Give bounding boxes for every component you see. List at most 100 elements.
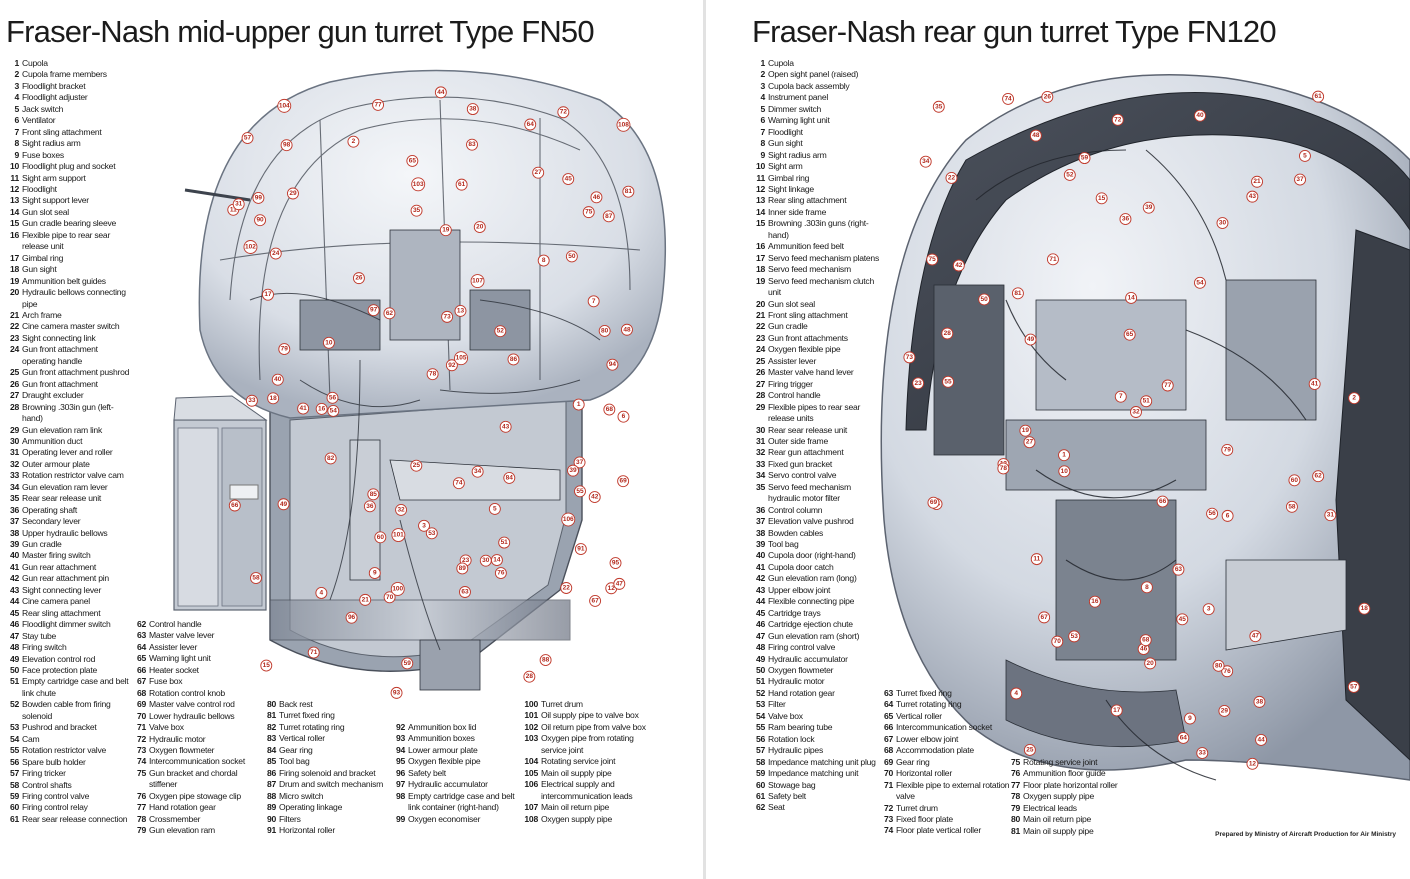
page-title: Fraser-Nash mid-upper gun turret Type FN… <box>6 14 595 49</box>
legend-item-label: Upper hydraulic bellows <box>22 527 108 538</box>
callout-number: 61 <box>1315 93 1323 100</box>
callout-marker: 25 <box>410 459 423 472</box>
legend-item-number: 25 <box>755 355 765 366</box>
callout-circle <box>454 351 468 366</box>
legend-item-number: 19 <box>9 275 19 286</box>
legend-item-label: Seat <box>768 802 785 813</box>
legend-item-label: Servo feed mechanism <box>768 264 851 275</box>
callout-number: 66 <box>1159 498 1167 505</box>
callout-marker: 20 <box>473 221 486 234</box>
legend-item-number: 62 <box>755 802 765 813</box>
legend-item-label: Sight radius arm <box>22 138 81 149</box>
callout-circle <box>523 670 536 683</box>
legend-item-label: Gun front attachments <box>768 332 848 343</box>
callout-number: 93 <box>393 689 401 696</box>
legend-item-label: Rear sear release unit <box>768 424 848 435</box>
callout-circle <box>609 557 622 570</box>
callout-circle <box>455 178 468 191</box>
callout-marker: 19 <box>439 224 452 237</box>
legend-item-label: Gun front attachment <box>22 378 98 389</box>
callout-circle <box>1095 192 1108 205</box>
callout-number: 15 <box>1098 195 1106 202</box>
legend-item-number: 24 <box>9 344 19 355</box>
callout-marker: 7 <box>587 295 600 308</box>
legend-item-number: 35 <box>755 481 765 492</box>
callout-circle <box>277 498 290 511</box>
callout-circle <box>359 593 372 606</box>
callout-circle <box>459 586 471 598</box>
legend-item-label: Gimbal ring <box>22 252 64 263</box>
legend-item-label: Inner side frame <box>768 206 827 217</box>
callout-number: 14 <box>1128 294 1136 301</box>
callout-marker: 71 <box>1046 253 1059 266</box>
legend-item-number: 102 <box>524 721 538 732</box>
callout-circle <box>297 402 310 415</box>
callout-marker: 27 <box>1023 436 1036 449</box>
legend-item-label: Control column <box>768 504 823 515</box>
callout-number: 17 <box>264 291 272 298</box>
legend-item-number: 101 <box>524 710 538 721</box>
callout-circle <box>383 307 396 320</box>
callout-number: 92 <box>448 362 456 369</box>
callout-marker: 72 <box>557 106 570 119</box>
callout-marker: 31 <box>1324 509 1337 522</box>
legend-item-number: 47 <box>9 630 19 641</box>
callout-circle <box>254 214 267 227</box>
callout-circle <box>1058 449 1070 462</box>
legend-item-number: 69 <box>136 699 146 710</box>
callout-number: 11 <box>1033 556 1040 563</box>
callout-number: 23 <box>462 557 470 564</box>
callout-number: 56 <box>1208 510 1216 517</box>
callout-marker: 20 <box>1144 657 1157 670</box>
callout-circle <box>573 456 586 469</box>
callout-number: 102 <box>245 244 256 251</box>
legend-item-number: 59 <box>755 768 765 779</box>
legend-item-number: 5 <box>760 103 765 114</box>
callout-number: 50 <box>568 253 576 260</box>
callout-marker: 1 <box>572 398 585 411</box>
callout-number: 94 <box>609 361 617 368</box>
legend-item-label: Main oil supply pipe <box>1023 825 1094 836</box>
callout-circle <box>1194 109 1206 122</box>
legend-item-label: Cartridge trays <box>768 607 821 618</box>
callout-number: 18 <box>1361 605 1369 612</box>
callout-circle <box>367 488 380 501</box>
callout-marker: 61 <box>455 178 468 191</box>
legend-item-label: Firing tricker <box>22 768 66 779</box>
legend-item-number: 60 <box>9 802 19 813</box>
legend-item-number: 7 <box>760 126 765 137</box>
callout-number: 44 <box>1257 736 1265 743</box>
legend-item-label: Oxygen flexible pipe <box>768 344 841 355</box>
callout-number: 8 <box>1145 584 1149 591</box>
callout-circle <box>488 502 501 515</box>
callout-marker: 6 <box>617 410 630 423</box>
callout-circle <box>616 117 631 132</box>
legend-item-label: Floodlight adjuster <box>22 92 88 103</box>
callout-circle <box>1251 175 1263 188</box>
callout-circle <box>926 253 939 266</box>
legend-item-number: 42 <box>755 573 765 584</box>
callout-number: 67 <box>591 597 599 604</box>
callout-circle <box>315 587 328 599</box>
legend-item-label: Main oil return pipe <box>541 802 610 813</box>
legend-item-number: 80 <box>1010 814 1020 825</box>
legend-item-number: 29 <box>755 401 765 412</box>
